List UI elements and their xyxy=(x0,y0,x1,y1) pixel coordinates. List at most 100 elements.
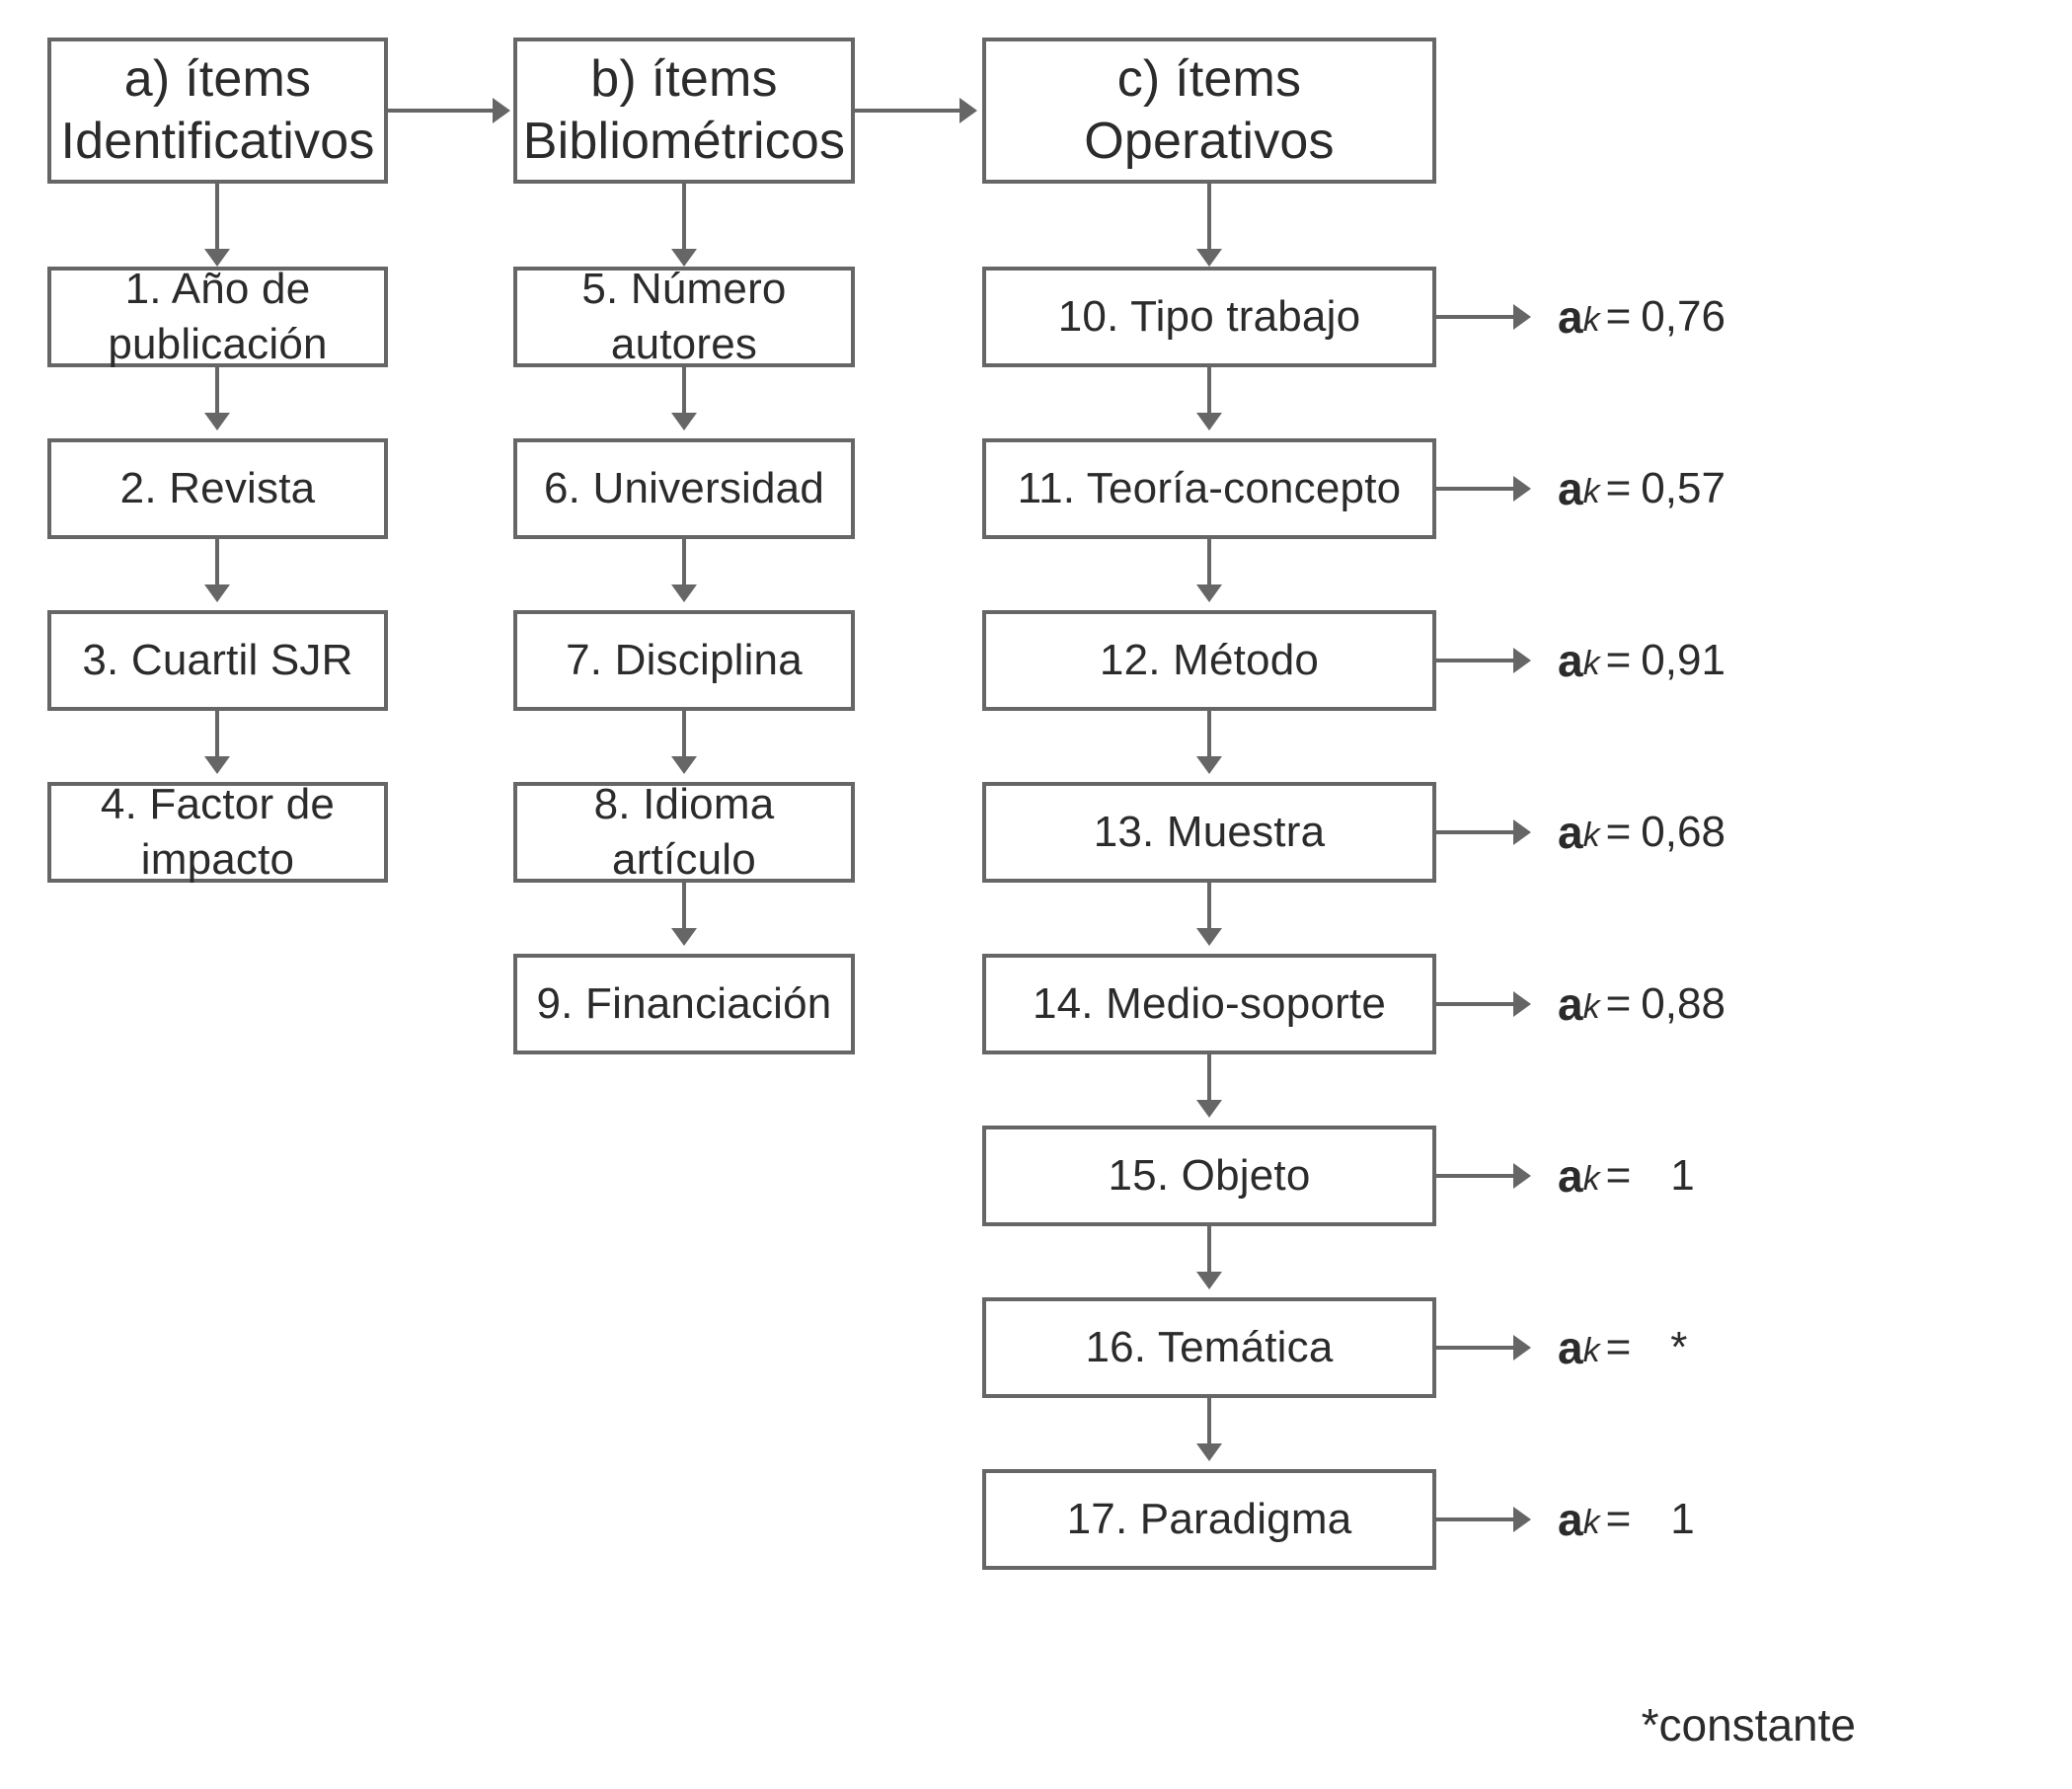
arrowhead-1-to-2 xyxy=(204,413,230,430)
item-box-11[interactable]: 11. Teoría-concepto xyxy=(982,438,1436,539)
connector-10-to-11 xyxy=(1207,367,1211,419)
item-box-10[interactable]: 10. Tipo trabajo xyxy=(982,267,1436,367)
connector-1-to-2 xyxy=(215,367,219,419)
item-box-5[interactable]: 5. Número autores xyxy=(513,265,855,368)
connector-b-header-to-5 xyxy=(682,184,686,255)
connector-16-to-alpha xyxy=(1436,1346,1513,1350)
alpha-number-15: 1 xyxy=(1670,1151,1695,1200)
arrowhead-7-to-8 xyxy=(671,756,697,774)
alpha-symbol-17: a xyxy=(1558,1494,1583,1545)
arrowhead-c-header-to-10 xyxy=(1196,249,1222,267)
arrowhead-header-b-to-c xyxy=(959,98,977,123)
arrowhead-14-to-15 xyxy=(1196,1100,1222,1118)
connector-15-to-alpha xyxy=(1436,1174,1513,1178)
item-box-6[interactable]: 6. Universidad xyxy=(513,438,855,539)
alpha-subscript-17: k xyxy=(1582,1504,1600,1541)
arrowhead-5-to-6 xyxy=(671,413,697,430)
item-label-12: 12. Método xyxy=(1099,635,1320,684)
item-label-5: 5. Número autores xyxy=(581,264,787,368)
arrowhead-15-to-16 xyxy=(1196,1272,1222,1289)
alpha-symbol-12: a xyxy=(1558,635,1583,686)
item-label-15: 15. Objeto xyxy=(1108,1150,1311,1200)
item-box-13[interactable]: 13. Muestra xyxy=(982,782,1436,883)
arrowhead-16-to-17 xyxy=(1196,1443,1222,1461)
item-label-6: 6. Universidad xyxy=(543,463,825,512)
alpha-equals-16: = xyxy=(1605,1323,1632,1371)
arrowhead-11-to-12 xyxy=(1196,584,1222,602)
item-label-3: 3. Cuartil SJR xyxy=(82,635,353,684)
alpha-equals-10: = xyxy=(1605,292,1632,341)
item-box-14[interactable]: 14. Medio-soporte xyxy=(982,954,1436,1054)
item-label-10: 10. Tipo trabajo xyxy=(1057,291,1361,341)
column-header-a-label: a) ítems Identificativos xyxy=(60,49,375,170)
column-header-c-label: c) ítems Operativos xyxy=(1084,49,1335,170)
connector-10-to-alpha xyxy=(1436,315,1513,319)
connector-17-to-alpha xyxy=(1436,1517,1513,1521)
arrowhead-13-to-alpha xyxy=(1513,819,1531,845)
column-header-b: b) ítems Bibliométricos xyxy=(513,38,855,184)
item-box-16[interactable]: 16. Temática xyxy=(982,1297,1436,1398)
alpha-number-12: 0,91 xyxy=(1641,636,1726,684)
item-label-1: 1. Año de publicación xyxy=(108,264,328,368)
item-box-4[interactable]: 4. Factor de impacto xyxy=(47,780,388,884)
item-label-14: 14. Medio-soporte xyxy=(1032,978,1387,1028)
connector-header-b-to-c xyxy=(855,109,959,113)
alpha-subscript-10: k xyxy=(1582,301,1600,339)
alpha-equals-12: = xyxy=(1605,636,1632,684)
connector-header-a-to-b xyxy=(388,109,493,113)
connector-2-to-3 xyxy=(215,539,219,590)
item-box-17[interactable]: 17. Paradigma xyxy=(982,1469,1436,1570)
connector-11-to-12 xyxy=(1207,539,1211,590)
item-box-15[interactable]: 15. Objeto xyxy=(982,1126,1436,1226)
alpha-number-13: 0,68 xyxy=(1641,808,1726,856)
connector-13-to-alpha xyxy=(1436,830,1513,834)
item-box-7[interactable]: 7. Disciplina xyxy=(513,610,855,711)
connector-14-to-alpha xyxy=(1436,1002,1513,1006)
arrowhead-8-to-9 xyxy=(671,928,697,946)
arrowhead-b-header-to-5 xyxy=(671,249,697,267)
item-label-2: 2. Revista xyxy=(119,463,316,512)
connector-16-to-17 xyxy=(1207,1398,1211,1449)
arrowhead-6-to-7 xyxy=(671,584,697,602)
alpha-equals-14: = xyxy=(1605,979,1632,1028)
alpha-number-17: 1 xyxy=(1670,1495,1695,1543)
arrowhead-a-header-to-1 xyxy=(204,249,230,267)
connector-13-to-14 xyxy=(1207,883,1211,934)
connector-a-header-to-1 xyxy=(215,184,219,255)
arrowhead-17-to-alpha xyxy=(1513,1507,1531,1532)
item-box-9[interactable]: 9. Financiación xyxy=(513,954,855,1054)
item-box-2[interactable]: 2. Revista xyxy=(47,438,388,539)
item-box-1[interactable]: 1. Año de publicación xyxy=(47,265,388,368)
alpha-number-10: 0,76 xyxy=(1641,292,1726,341)
connector-15-to-16 xyxy=(1207,1226,1211,1278)
alpha-equals-15: = xyxy=(1605,1151,1632,1200)
item-box-8[interactable]: 8. Idioma artículo xyxy=(513,780,855,884)
alpha-subscript-13: k xyxy=(1582,817,1600,854)
connector-12-to-alpha xyxy=(1436,659,1513,662)
connector-14-to-15 xyxy=(1207,1054,1211,1106)
item-label-17: 17. Paradigma xyxy=(1066,1494,1352,1543)
connector-5-to-6 xyxy=(682,367,686,419)
arrowhead-10-to-alpha xyxy=(1513,304,1531,330)
item-box-3[interactable]: 3. Cuartil SJR xyxy=(47,610,388,711)
item-label-4: 4. Factor de impacto xyxy=(100,779,336,884)
alpha-symbol-11: a xyxy=(1558,463,1583,514)
alpha-symbol-14: a xyxy=(1558,978,1583,1030)
item-label-16: 16. Temática xyxy=(1085,1322,1334,1371)
item-box-12[interactable]: 12. Método xyxy=(982,610,1436,711)
alpha-number-11: 0,57 xyxy=(1641,464,1726,512)
alpha-equals-13: = xyxy=(1605,808,1632,856)
arrowhead-10-to-11 xyxy=(1196,413,1222,430)
column-header-c: c) ítems Operativos xyxy=(982,38,1436,184)
item-label-8: 8. Idioma artículo xyxy=(593,779,775,884)
item-label-11: 11. Teoría-concepto xyxy=(1017,463,1402,512)
alpha-equals-11: = xyxy=(1605,464,1632,512)
alpha-symbol-16: a xyxy=(1558,1322,1583,1373)
